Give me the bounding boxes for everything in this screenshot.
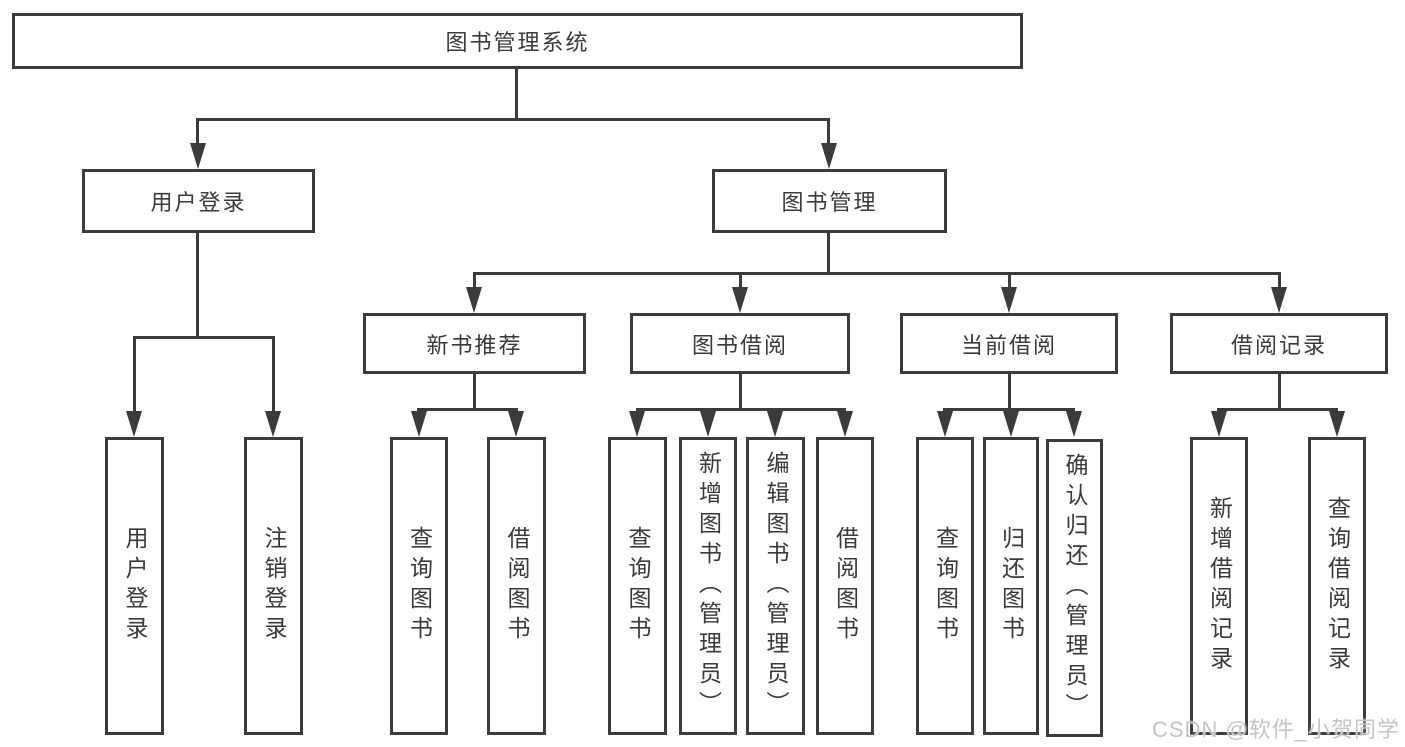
node-book-borrowing: 图书借阅: [630, 313, 850, 374]
node-user-login: 用户登录: [82, 169, 315, 233]
arrowhead-down-icon: [732, 287, 748, 313]
connector-line: [417, 408, 518, 411]
leaf-confirm-return-admin: 确认归还（管理员）: [1046, 439, 1103, 737]
leaf-query-books-current: 查询图书: [916, 437, 974, 735]
leaf-logout: 注销登录: [244, 437, 303, 735]
leaf-query-books-recommend: 查询图书: [390, 437, 448, 735]
leaf-query-borrow-record: 查询借阅记录: [1308, 437, 1366, 735]
node-book-management: 图书管理: [712, 169, 947, 233]
arrowhead-down-icon: [508, 411, 524, 437]
arrowhead-down-icon: [1003, 411, 1019, 437]
connector-line: [1278, 272, 1281, 292]
connector-line: [739, 272, 742, 292]
connector-line: [196, 118, 199, 148]
arrowhead-down-icon: [1211, 411, 1227, 437]
connector-line: [636, 408, 846, 411]
csdn-watermark: CSDN @软件_小贺同学: [1152, 717, 1401, 742]
arrowhead-down-icon: [1329, 411, 1345, 437]
leaf-borrow-books: 借阅图书: [816, 437, 874, 735]
arrowhead-down-icon: [1066, 411, 1082, 437]
leaf-add-borrow-record: 新增借阅记录: [1190, 437, 1248, 735]
connector-line: [1217, 408, 1338, 411]
arrowhead-down-icon: [700, 411, 716, 437]
connector-line: [943, 408, 1075, 411]
node-current-borrowing: 当前借阅: [900, 313, 1118, 374]
arrowhead-down-icon: [1271, 287, 1287, 313]
node-borrowing-records: 借阅记录: [1170, 313, 1388, 374]
connector-line: [827, 233, 830, 272]
connector-line: [827, 118, 830, 148]
arrowhead-down-icon: [767, 411, 783, 437]
connector-line: [1008, 272, 1011, 292]
leaf-return-books: 归还图书: [983, 437, 1039, 735]
arrowhead-down-icon: [837, 411, 853, 437]
arrowhead-down-icon: [411, 411, 427, 437]
connector-line: [473, 272, 476, 292]
arrowhead-down-icon: [1001, 287, 1017, 313]
leaf-user-login: 用户登录: [105, 437, 164, 735]
leaf-borrow-books-recommend: 借阅图书: [487, 437, 546, 735]
connector-line: [196, 233, 199, 336]
connector-line: [1278, 374, 1281, 408]
node-new-book-recommend: 新书推荐: [363, 313, 586, 374]
leaf-query-books-borrowing: 查询图书: [608, 437, 667, 735]
connector-line: [473, 272, 1280, 275]
leaf-add-books-admin: 新增图书（管理员）: [679, 437, 737, 735]
connector-line: [1008, 374, 1011, 408]
arrowhead-down-icon: [821, 143, 837, 169]
arrowhead-down-icon: [937, 411, 953, 437]
connector-line: [515, 69, 518, 118]
connector-line: [473, 374, 476, 408]
connector-line: [196, 118, 830, 121]
arrowhead-down-icon: [629, 411, 645, 437]
leaf-edit-books-admin: 编辑图书（管理员）: [746, 437, 805, 735]
connector-line: [739, 374, 742, 408]
connector-line: [133, 339, 136, 413]
connector-line: [272, 339, 275, 413]
node-root-library-management-system: 图书管理系统: [12, 13, 1023, 69]
arrowhead-down-icon: [126, 411, 142, 437]
arrowhead-down-icon: [265, 411, 281, 437]
connector-line: [133, 336, 275, 339]
arrowhead-down-icon: [466, 287, 482, 313]
arrowhead-down-icon: [190, 143, 206, 169]
